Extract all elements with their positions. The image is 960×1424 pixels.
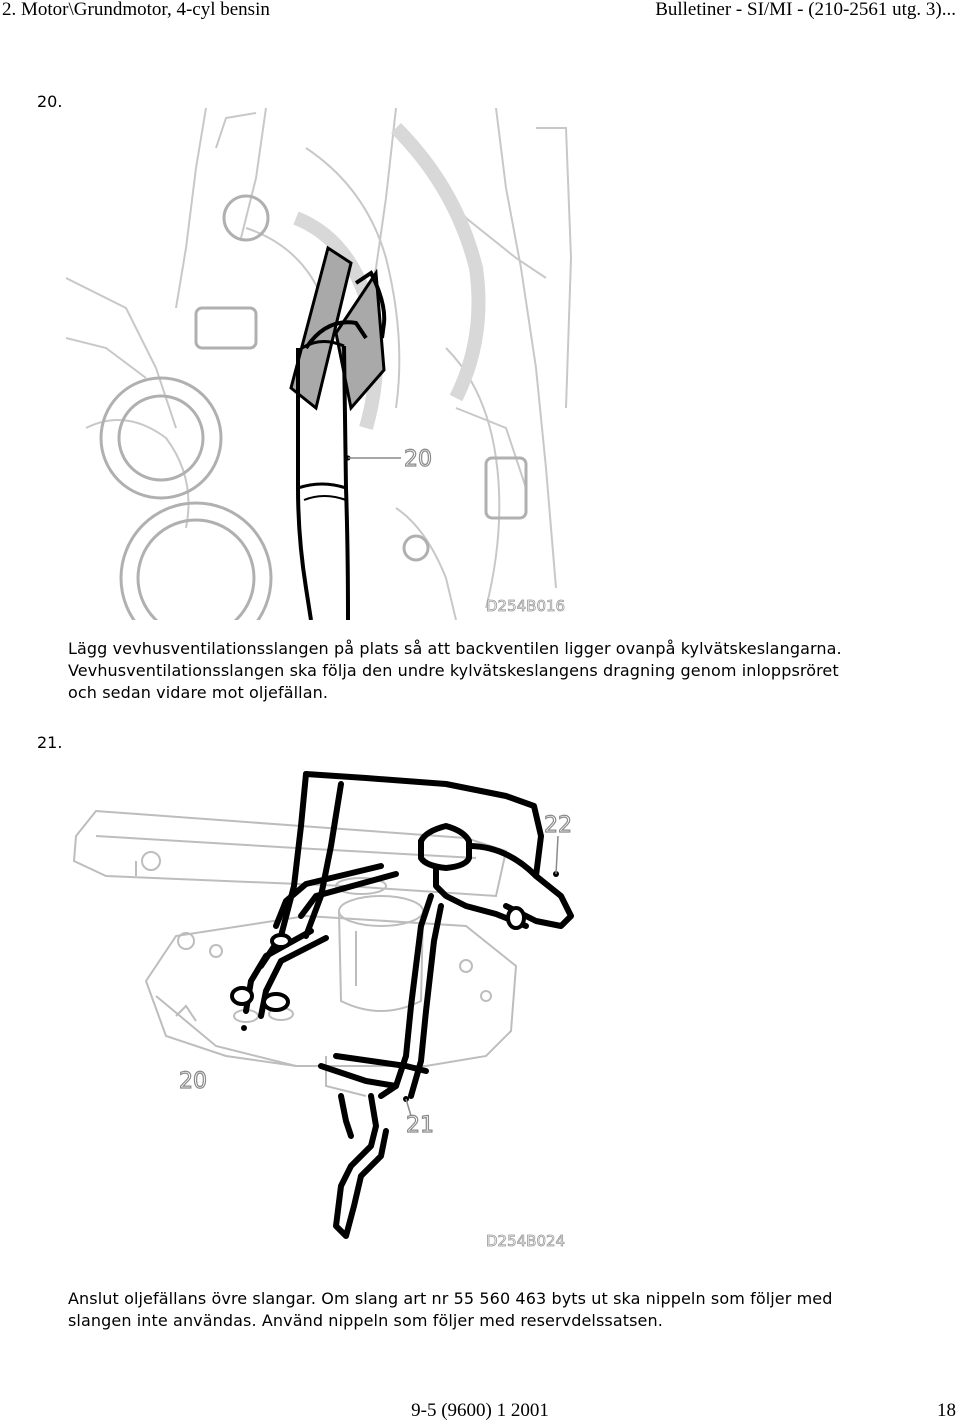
hoses-highlighted bbox=[243, 771, 574, 1239]
step-20-text-line-2: Vevhusventilationsslangen ska följa den … bbox=[68, 661, 839, 680]
valve-cover-outline bbox=[72, 809, 508, 898]
callout-22-leader bbox=[555, 835, 559, 875]
ventilation-hose-left-edge bbox=[296, 348, 313, 620]
step-20-text-line-1: Lägg vevhusventilationsslangen på plats … bbox=[68, 639, 842, 658]
footer-model-date: 9-5 (9600) 1 2001 bbox=[411, 1400, 549, 1421]
hose-fittings bbox=[230, 906, 526, 1012]
step-21-number: 21. bbox=[37, 733, 63, 752]
footer-page-number: 18 bbox=[937, 1400, 956, 1421]
step-21-instructions: Anslut oljefällans övre slangar. Om slan… bbox=[68, 1288, 833, 1332]
callout-22-label: 22 bbox=[544, 813, 572, 838]
callout-21-label: 21 bbox=[406, 1113, 434, 1138]
callout-20-dot bbox=[241, 1025, 247, 1031]
figure-crankcase-ventilation-hose: 20 D254B016 bbox=[66, 108, 573, 620]
callout-20-label: 20 bbox=[404, 447, 432, 472]
ventilation-hose-right-edge bbox=[342, 345, 350, 620]
header-section-title: 2. Motor\Grundmotor, 4-cyl bensin bbox=[2, 0, 270, 20]
callout-20-label: 20 bbox=[179, 1069, 207, 1094]
step-20-text-line-3: och sedan vidare mot oljefällan. bbox=[68, 683, 329, 702]
callout-21-leader bbox=[405, 1098, 412, 1117]
step-20-number: 20. bbox=[37, 92, 63, 111]
step-21-text-line-2: slangen inte användas. Använd nippeln so… bbox=[68, 1311, 663, 1330]
figure-code-label: D254B016 bbox=[486, 597, 565, 615]
step-20-instructions: Lägg vevhusventilationsslangen på plats … bbox=[68, 638, 842, 704]
heat-shield-left bbox=[289, 245, 353, 411]
step-21-text-line-1: Anslut oljefällans övre slangar. Om slan… bbox=[68, 1289, 833, 1308]
figure-oil-trap-hoses: 22 20 21 D254B024 bbox=[72, 771, 574, 1250]
figure-code-label: D254B024 bbox=[486, 1232, 565, 1250]
header-bulletin-ref: Bulletiner - SI/MI - (210-2561 utg. 3)..… bbox=[655, 0, 956, 20]
